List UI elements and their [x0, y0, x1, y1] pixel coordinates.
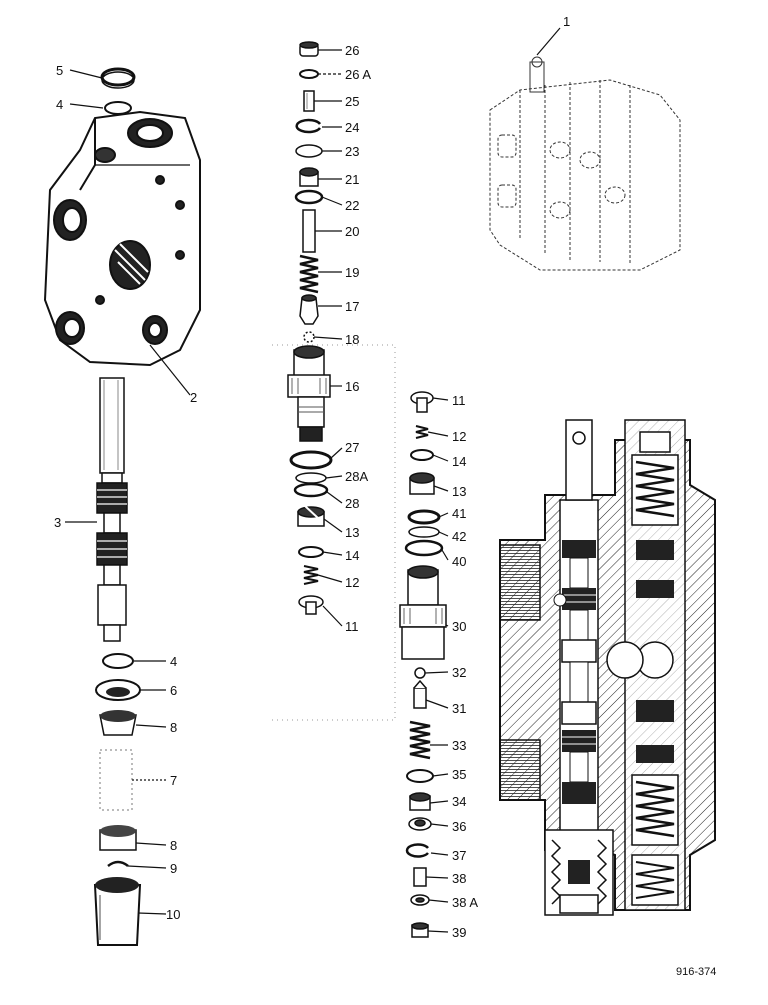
- assembled-valve-illustration: [489, 56, 681, 271]
- callout-16: 16: [345, 379, 359, 394]
- callout-37: 37: [452, 848, 466, 863]
- cross-section-view: [499, 419, 716, 916]
- callout-23: 23: [345, 144, 359, 159]
- clip-9: [107, 860, 129, 868]
- callout-9: 9: [170, 861, 177, 876]
- callout-7: 7: [170, 773, 177, 788]
- figure-reference-number: 916-374: [676, 966, 716, 978]
- callout-1: 1: [563, 14, 570, 29]
- callout-6: 6: [170, 683, 177, 698]
- callout-5: 5: [56, 63, 63, 78]
- callout-4: 4: [170, 654, 177, 669]
- callout-13: 13: [345, 525, 359, 540]
- callout-19: 19: [345, 265, 359, 280]
- callout-11: 11: [345, 619, 359, 634]
- callout-28a: 28A: [345, 469, 368, 484]
- callout-24: 24: [345, 120, 359, 135]
- callout-20: 20: [345, 224, 359, 239]
- seal-6: [95, 679, 141, 701]
- callout-39: 39: [452, 925, 466, 940]
- callout-40: 40: [452, 554, 466, 569]
- washer-8-lower: [99, 825, 137, 851]
- callout-14: 14: [452, 454, 466, 469]
- valve-body: [43, 110, 201, 367]
- callout-2: 2: [190, 390, 197, 405]
- callout-8: 8: [170, 720, 177, 735]
- callout-21: 21: [345, 172, 359, 187]
- ring-4-lower: [102, 653, 134, 669]
- callout-32: 32: [452, 665, 466, 680]
- callout-3: 3: [54, 515, 61, 530]
- callout-41: 41: [452, 506, 466, 521]
- callout-26: 26: [345, 43, 359, 58]
- callout-labels: 1 2 3 4 5 4 6 8 7 8 9 10 26 26 A 25 24 2…: [54, 14, 570, 940]
- callout-38: 38: [452, 871, 466, 886]
- callout-4: 4: [56, 97, 63, 112]
- dotted-guide: [272, 344, 396, 721]
- callout-13: 13: [452, 484, 466, 499]
- callout-34: 34: [452, 794, 466, 809]
- ring-5: [100, 67, 136, 89]
- callout-30: 30: [452, 619, 466, 634]
- callout-12: 12: [345, 575, 359, 590]
- callout-10: 10: [166, 907, 180, 922]
- callout-18: 18: [345, 332, 359, 347]
- callout-27: 27: [345, 440, 359, 455]
- callout-17: 17: [345, 299, 359, 314]
- callout-14: 14: [345, 548, 359, 563]
- callout-22: 22: [345, 198, 359, 213]
- ring-4-top: [104, 101, 132, 115]
- middle-column-parts: [287, 41, 333, 615]
- callout-38a: 38 A: [452, 895, 478, 910]
- callout-8: 8: [170, 838, 177, 853]
- spacer-7: [99, 749, 133, 811]
- callout-28: 28: [345, 496, 359, 511]
- callout-42: 42: [452, 529, 466, 544]
- callout-11: 11: [452, 393, 466, 408]
- cap-10: [93, 877, 142, 946]
- leader-lines: [65, 27, 561, 933]
- callout-33: 33: [452, 738, 466, 753]
- callout-26a: 26 A: [345, 67, 371, 82]
- callout-25: 25: [345, 94, 359, 109]
- right-column-parts: [399, 391, 447, 938]
- spool: [96, 377, 128, 642]
- washer-8-upper: [99, 710, 137, 736]
- callout-31: 31: [452, 701, 466, 716]
- callout-35: 35: [452, 767, 466, 782]
- callout-12: 12: [452, 429, 466, 444]
- callout-36: 36: [452, 819, 466, 834]
